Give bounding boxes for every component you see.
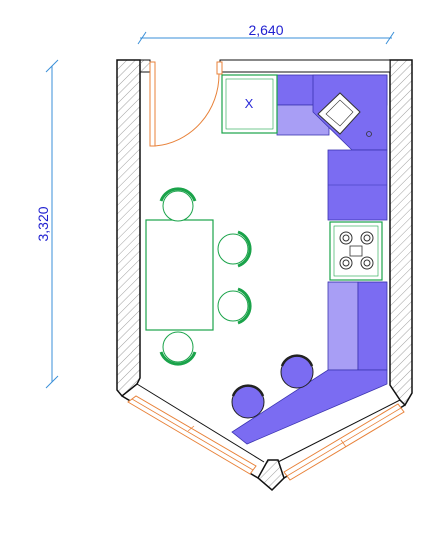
door-swing-arc (154, 73, 220, 147)
sink-faucet-icon (366, 131, 372, 137)
counters (231, 74, 388, 445)
bar-stool-left (231, 384, 265, 419)
chair-top (159, 187, 197, 222)
height-dimension-label: 3,320 (35, 206, 51, 241)
chair-bottom (159, 331, 197, 366)
chair-right-lower (217, 287, 252, 325)
diagonal-bar-counter (231, 369, 388, 445)
bar-stools (231, 354, 314, 419)
door (149, 61, 223, 147)
dining-table (145, 219, 214, 331)
burner-icon (360, 231, 374, 245)
cooktop (329, 221, 383, 281)
burner-icon (360, 256, 374, 270)
burner-icon (339, 231, 353, 245)
windows (127, 395, 405, 481)
door-leaf-right (216, 61, 223, 75)
dining-chairs (159, 187, 252, 366)
width-dimension-label: 2,640 (248, 22, 283, 38)
right-wall (389, 59, 413, 407)
walls (116, 59, 413, 492)
height-dimension: 3,320 (35, 59, 59, 389)
door-leaf-left (149, 61, 156, 147)
left-wall (116, 59, 141, 398)
counter-right-lower-front (327, 281, 359, 371)
corner-sink-basin (317, 92, 361, 135)
chair-right-upper (217, 230, 252, 268)
bar-stool-right (280, 354, 314, 389)
corner-sink-inner (325, 99, 354, 127)
width-dimension: 2,640 (137, 22, 395, 45)
top-wall-left (139, 59, 151, 73)
appliance-mark: X (245, 96, 254, 111)
cooktop-burners (339, 231, 374, 270)
bottom-wall-corner (257, 459, 285, 492)
refrigerator: X (221, 74, 278, 134)
counter-right-lower (357, 281, 388, 371)
burner-icon (339, 256, 353, 270)
top-wall-right (219, 59, 391, 73)
